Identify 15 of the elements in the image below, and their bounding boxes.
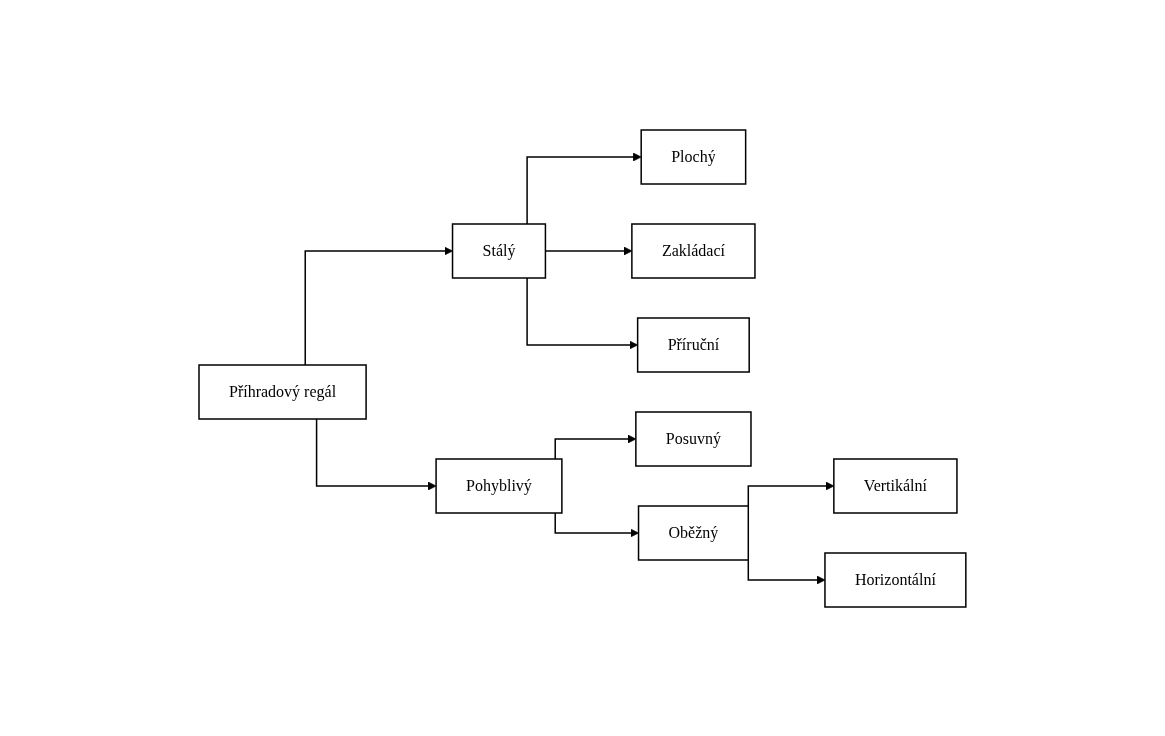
arrow xyxy=(554,511,639,537)
node-box: Oběžný xyxy=(637,504,750,561)
arrow xyxy=(526,152,642,225)
node-box: Horizontální xyxy=(824,551,967,608)
node-box: Pohyblivý xyxy=(435,457,563,514)
node-box: Stálý xyxy=(451,222,547,279)
node-box: Příruční xyxy=(636,316,750,373)
node-box: Zakládací xyxy=(631,222,756,279)
arrow xyxy=(304,246,453,366)
node-box: Příhradový regál xyxy=(198,363,367,420)
node-box: Plochý xyxy=(640,128,747,185)
node-box: Vertikální xyxy=(833,457,958,514)
arrow xyxy=(747,558,826,584)
node-box: Posuvný xyxy=(635,410,752,467)
arrow xyxy=(315,417,437,490)
